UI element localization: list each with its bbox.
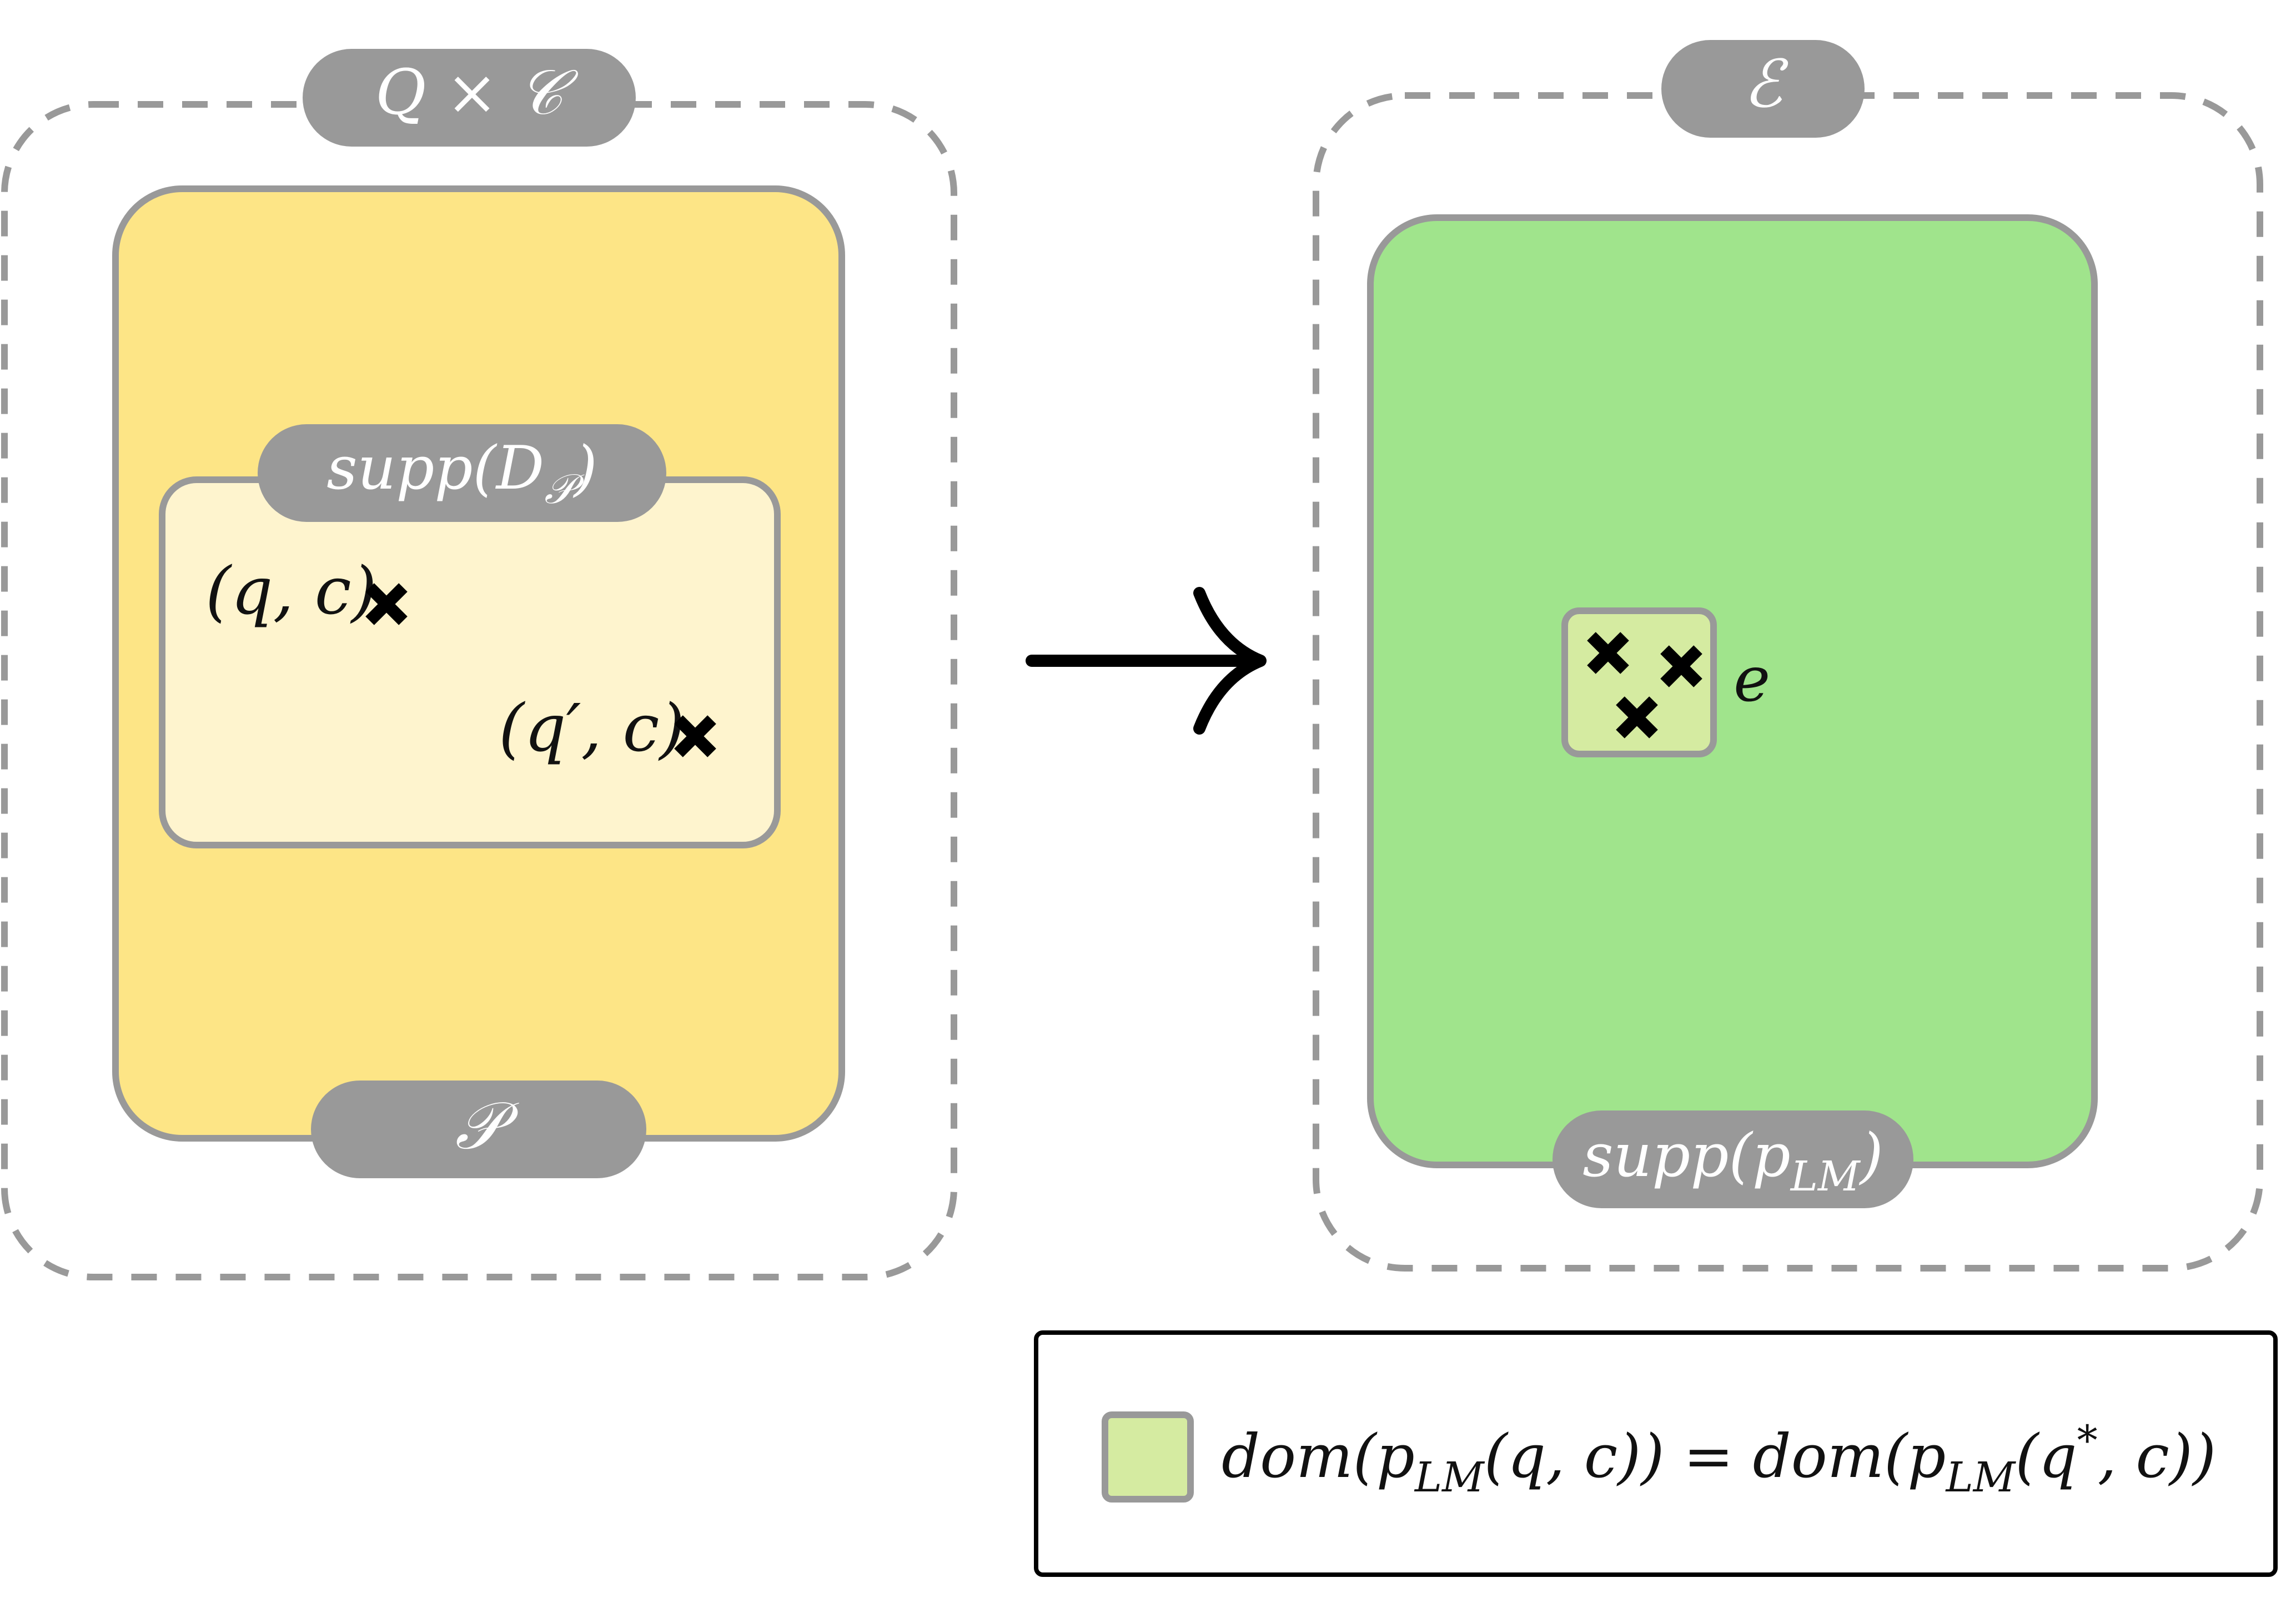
outer-region-tag-pill (311, 1081, 646, 1178)
legend-swatch (1102, 1411, 1194, 1503)
legend: dom(pLM(q, c)) = dom(pLM(q*, c)) (1034, 1330, 2278, 1577)
point-q-c-label: (q, c) (205, 552, 377, 629)
mapping-arrow-icon (1026, 587, 1267, 735)
inner-region-tag-pill (258, 424, 666, 522)
right-domain-dashed-boundary (1313, 92, 2263, 1272)
left-domain-title: Q × 𝒞 (375, 57, 579, 129)
outer-region-title-tag: 𝒫 (311, 1081, 646, 1178)
point-q-c: (q, c) (205, 552, 408, 629)
green-region-title-tag: supp(pLM) (1553, 1110, 1913, 1208)
inner-region-title: supp(D𝒫) (326, 434, 597, 513)
cluster-cross-icon (1587, 632, 1629, 674)
legend-label: dom(pLM(q, c)) = dom(pLM(q*, c)) (1222, 1417, 2216, 1501)
left-domain: Q × 𝒞 supp(D𝒫) (q, c) (q′, c) 𝒫 (1, 49, 957, 1280)
left-domain-tag-pill (303, 49, 636, 147)
point-q-prime-c-cross-icon (674, 715, 716, 757)
right-domain-tag-pill (1661, 40, 1865, 138)
inner-cream-region (159, 476, 781, 848)
green-support-region (1367, 214, 2098, 1168)
point-q-prime-c-label: (q′, c) (499, 690, 685, 766)
inner-region-title-tag: supp(D𝒫) (258, 424, 666, 522)
right-domain: ℰ e supp(pLM) (1313, 40, 2263, 1272)
cluster-label: e (1734, 644, 1770, 716)
cluster-cross-icon (1616, 696, 1658, 738)
cluster-cross-icon (1660, 645, 1702, 687)
point-q-prime-c: (q′, c) (499, 690, 716, 766)
right-domain-title-tag: ℰ (1661, 40, 1865, 138)
legend-box (1034, 1330, 2278, 1577)
green-region-title: supp(pLM) (1582, 1121, 1883, 1200)
left-domain-title-tag: Q × 𝒞 (303, 49, 636, 147)
green-region-tag-pill (1553, 1110, 1913, 1208)
equivalence-cluster: e (1561, 607, 1770, 757)
right-domain-title: ℰ (1743, 46, 1788, 122)
point-q-c-cross-icon (365, 583, 408, 625)
